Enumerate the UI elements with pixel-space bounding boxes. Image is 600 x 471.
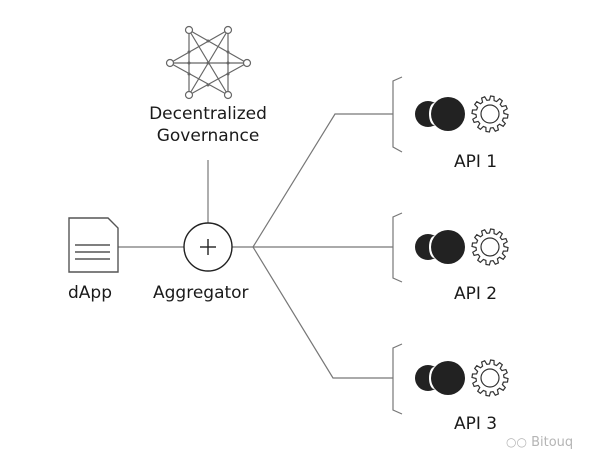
document-icon xyxy=(68,217,119,273)
aggregator-label: Aggregator xyxy=(153,283,249,303)
overlapping-circles-icon xyxy=(415,361,465,395)
api1-connector xyxy=(252,113,393,248)
api-3-icons xyxy=(415,359,509,397)
gear-icon xyxy=(471,359,509,397)
dapp-label: dApp xyxy=(68,283,113,303)
gear-icon xyxy=(471,228,509,266)
gear-icon xyxy=(471,95,509,133)
api-2-icons xyxy=(415,228,509,266)
api1-bracket xyxy=(392,76,403,153)
api3-label: API 3 xyxy=(454,414,498,434)
api2-label: API 2 xyxy=(454,284,498,304)
api3-bracket xyxy=(392,343,403,415)
governance-line2: Governance xyxy=(156,126,260,146)
watermark-text: Bitouq xyxy=(531,435,574,450)
governance-line1: Decentralized xyxy=(149,104,267,124)
network-graph-icon xyxy=(165,25,252,100)
overlapping-circles-icon xyxy=(415,230,465,264)
plus-circle-icon xyxy=(183,222,233,272)
wechat-icon: ○○ xyxy=(506,435,527,449)
overlapping-circles-icon xyxy=(415,97,465,131)
watermark: ○○ Bitouq xyxy=(506,435,573,450)
api2-bracket xyxy=(392,212,403,283)
api-1-icons xyxy=(415,95,509,133)
api1-label: API 1 xyxy=(454,152,498,172)
connector-lines xyxy=(118,113,393,379)
governance-label: Decentralized Governance xyxy=(128,104,288,146)
api3-connector xyxy=(252,246,393,379)
